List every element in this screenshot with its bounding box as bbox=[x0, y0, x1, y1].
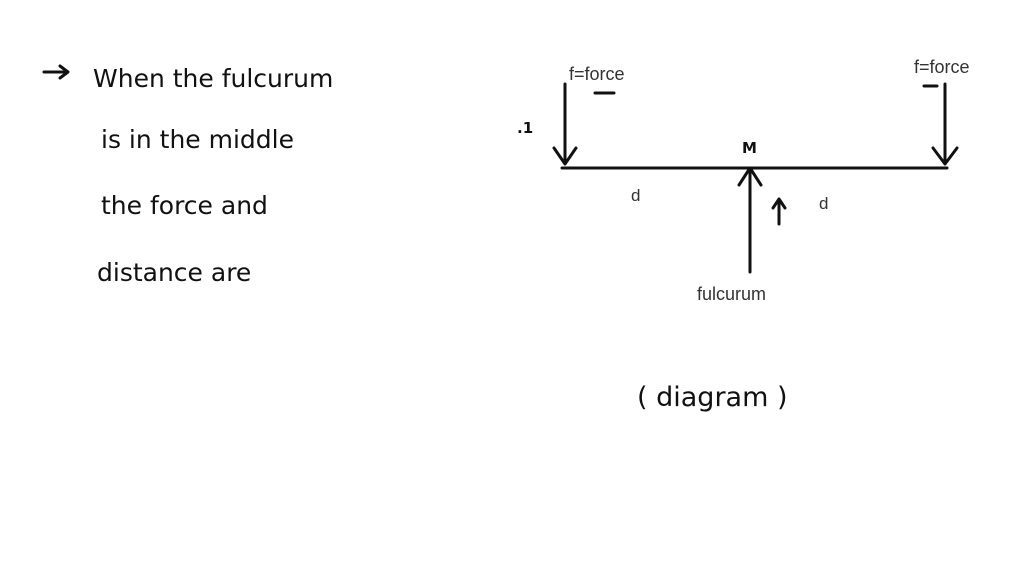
left-force-label: f=force bbox=[569, 64, 625, 84]
fulcrum-mark: M bbox=[742, 139, 757, 157]
note-line-4: distance are bbox=[97, 258, 251, 287]
lever-diagram: f=force f=force d d fulcurum M .1 bbox=[517, 57, 970, 304]
note-line-3: the force and bbox=[101, 191, 268, 220]
fulcrum-label: fulcurum bbox=[697, 284, 766, 304]
left-force-arrow-icon bbox=[552, 82, 578, 166]
note-line-2: is in the middle bbox=[101, 125, 294, 154]
diagram-caption: ( diagram ) bbox=[637, 382, 788, 413]
fulcrum-arrow-icon bbox=[737, 166, 763, 274]
handwritten-notes: When the fulcurum is in the middle the f… bbox=[42, 64, 333, 287]
note-line-1: When the fulcurum bbox=[93, 64, 333, 93]
side-mark: .1 bbox=[517, 119, 533, 137]
small-up-arrow-icon bbox=[771, 197, 787, 226]
right-force-arrow-icon bbox=[931, 82, 959, 166]
bullet-arrow-icon bbox=[42, 64, 70, 80]
right-force-label: f=force bbox=[914, 57, 970, 77]
left-distance-label: d bbox=[631, 186, 640, 205]
right-distance-label: d bbox=[819, 194, 828, 213]
